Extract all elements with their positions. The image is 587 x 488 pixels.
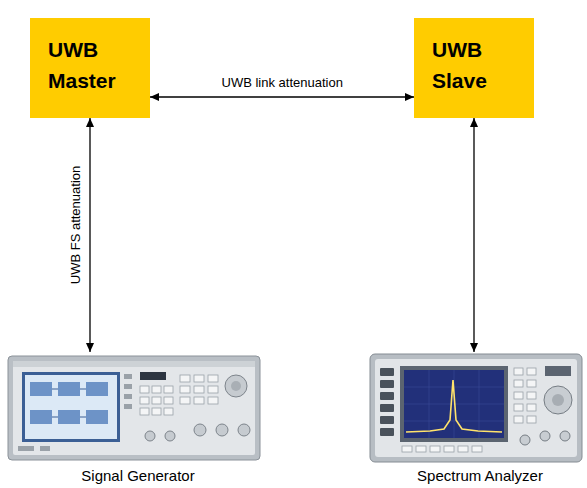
link-label: UWB link attenuation	[219, 75, 346, 91]
attenuation-link	[150, 96, 414, 97]
device-box: UWB Master	[30, 18, 150, 118]
link-label: UWB FS attenuation	[68, 163, 84, 288]
spectrum-analyzer-picture	[370, 354, 582, 462]
signal-generator-picture	[8, 356, 260, 460]
device-box: UWB Slave	[414, 18, 534, 118]
instrument-caption: Signal Generator	[6, 467, 270, 484]
device-name: UWB Slave	[432, 34, 516, 96]
attenuation-link	[89, 118, 90, 352]
device-name: UWB Master	[48, 34, 132, 96]
attenuation-link	[473, 118, 474, 352]
instrument-caption: Spectrum Analyzer	[368, 467, 587, 484]
instrument-node: Signal Generator	[6, 352, 270, 486]
instrument-node: Spectrum Analyzer	[368, 352, 587, 486]
